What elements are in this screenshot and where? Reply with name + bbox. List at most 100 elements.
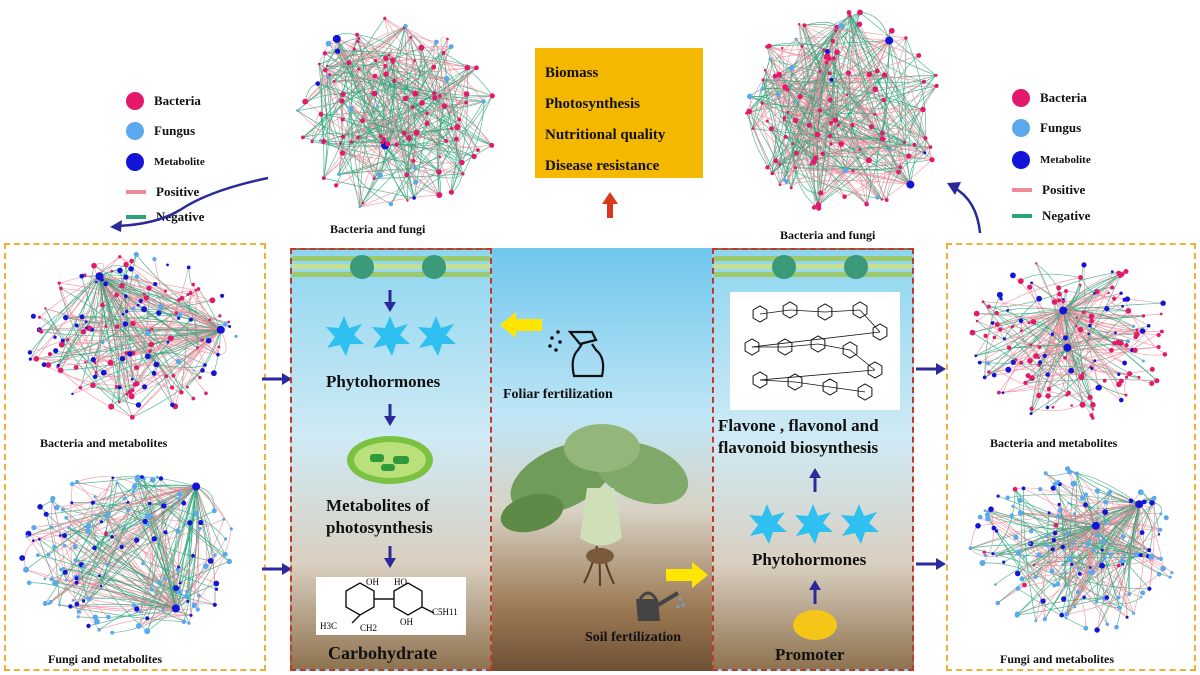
- network-edge: [384, 18, 437, 43]
- network-node: [57, 367, 64, 374]
- network-node: [105, 562, 109, 567]
- network-node: [1002, 560, 1006, 564]
- network-edge: [779, 40, 890, 185]
- network-edge: [1067, 533, 1091, 568]
- network-node: [461, 172, 465, 176]
- network-edge: [1035, 310, 1064, 357]
- network-edge: [175, 553, 226, 609]
- network-node: [114, 385, 119, 389]
- network-node: [322, 51, 328, 56]
- network-node: [123, 525, 126, 529]
- network-edge: [1074, 525, 1097, 608]
- network-edge: [1095, 525, 1171, 578]
- network-node: [321, 176, 326, 181]
- network-node: [200, 338, 204, 342]
- network-node: [149, 587, 154, 592]
- network-node: [1116, 563, 1121, 568]
- network-edge: [149, 503, 153, 586]
- network-node: [141, 561, 145, 566]
- network-node: [1063, 571, 1067, 574]
- network-node: [228, 325, 232, 328]
- network-node: [186, 293, 190, 297]
- network-node: [110, 630, 114, 635]
- flavonoid-bond: [759, 369, 876, 381]
- flavonoid-ring: [857, 383, 873, 401]
- network-node: [413, 179, 419, 185]
- network-node: [356, 39, 360, 43]
- network-top-right: [745, 9, 939, 211]
- network-node: [94, 513, 98, 517]
- network-node: [446, 37, 449, 41]
- network-node: [888, 27, 895, 34]
- network-node: [747, 93, 753, 100]
- network-edge: [353, 48, 378, 107]
- network-node: [858, 148, 861, 151]
- network-edge: [138, 329, 221, 406]
- network-node: [215, 587, 219, 591]
- network-node: [1019, 360, 1024, 365]
- network-node: [1116, 595, 1121, 600]
- network-node: [765, 119, 769, 123]
- network-node: [1089, 413, 1094, 418]
- network-node: [889, 148, 892, 151]
- network-node: [991, 552, 995, 556]
- network-node: [436, 192, 443, 198]
- network-node: [62, 569, 68, 575]
- network-node: [191, 396, 196, 401]
- network-node: [404, 172, 409, 178]
- network-node: [1074, 471, 1080, 476]
- network-label-right-top: Bacteria and metabolites: [990, 436, 1118, 450]
- network-node: [1095, 600, 1099, 604]
- network-node: [1104, 595, 1110, 600]
- network-edge: [26, 536, 100, 630]
- network-label-left-bottom: Fungi and metabolites: [48, 652, 163, 666]
- network-node: [990, 321, 995, 325]
- network-node: [1015, 586, 1021, 591]
- network-edge: [357, 41, 452, 52]
- network-node: [94, 371, 98, 375]
- network-node: [1112, 296, 1117, 301]
- network-edge: [320, 53, 326, 142]
- network-edge: [1070, 275, 1121, 371]
- network-node: [325, 64, 329, 68]
- network-node: [471, 153, 477, 160]
- network-edge: [342, 113, 428, 138]
- network-node: [448, 189, 454, 195]
- network-node: [48, 599, 53, 605]
- network-edge: [795, 26, 837, 121]
- network-edge: [1002, 310, 1064, 393]
- network-edge: [1016, 557, 1105, 616]
- network-node: [1068, 367, 1075, 374]
- network-node: [1094, 627, 1100, 633]
- network-node: [1088, 313, 1095, 320]
- network-node: [1047, 511, 1051, 515]
- network-node: [836, 123, 840, 127]
- network-edge: [984, 333, 1089, 378]
- network-edge: [180, 582, 199, 610]
- network-edge: [1044, 354, 1054, 375]
- network-edge: [26, 486, 197, 537]
- network-edge: [1031, 347, 1068, 409]
- network-node: [1127, 592, 1132, 597]
- legend-label: Fungus: [154, 123, 196, 138]
- network-edge: [325, 25, 406, 71]
- network-node: [1038, 487, 1043, 492]
- legend-fungus-right: Fungus: [1012, 119, 1081, 137]
- network-edge: [764, 70, 796, 168]
- network-node: [43, 511, 49, 517]
- network-edge: [749, 96, 911, 185]
- network-node: [376, 104, 379, 108]
- network-edge: [1040, 344, 1127, 363]
- network-node: [838, 141, 844, 147]
- network-edge: [323, 93, 375, 179]
- network-edge: [908, 75, 937, 157]
- network-edge: [871, 126, 933, 160]
- network-node: [1076, 566, 1080, 570]
- network-edge: [844, 146, 931, 198]
- network-node: [357, 67, 361, 71]
- network-node: [1071, 541, 1075, 545]
- network-edge: [328, 43, 428, 124]
- network-node: [1091, 416, 1095, 420]
- network-edge: [796, 138, 883, 154]
- network-node: [383, 64, 388, 68]
